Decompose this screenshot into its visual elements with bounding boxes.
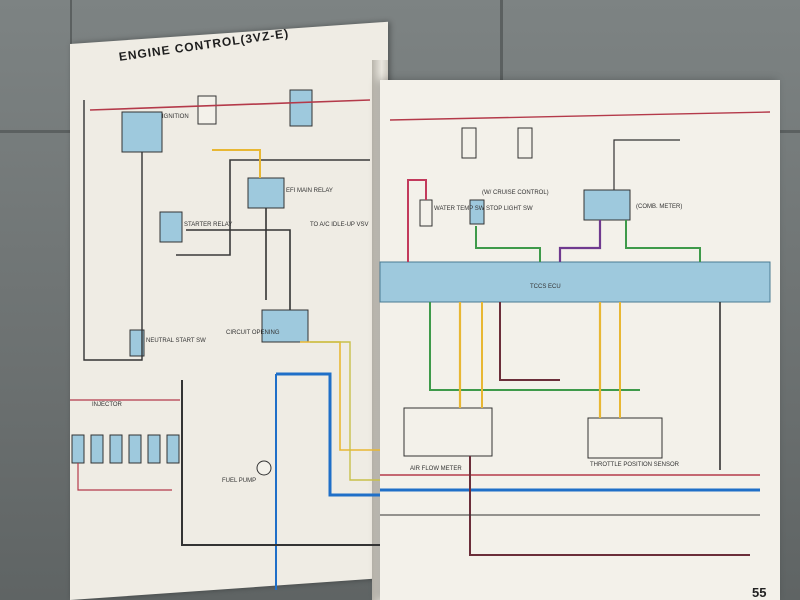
main-relay-block — [247, 177, 285, 209]
label-air-flow-meter: AIR FLOW METER — [410, 466, 462, 472]
label-main-relay: EFI MAIN RELAY — [286, 188, 333, 194]
label-injector: INJECTOR — [92, 402, 122, 408]
ignition-switch-block — [121, 111, 163, 153]
label-throttle-sensor: THROTTLE POSITION SENSOR — [590, 462, 680, 468]
label-starter-relay: STARTER RELAY — [184, 222, 233, 228]
label-cruise-control: (W/ CRUISE CONTROL) — [482, 190, 549, 196]
fuel-pump-motor — [256, 460, 272, 476]
neutral-start-block — [129, 329, 145, 357]
injector-blocks — [71, 434, 180, 464]
starter-relay-block — [159, 211, 183, 243]
label-circuit-opening: CIRCUIT OPENING — [226, 330, 280, 336]
fuse-block-2 — [289, 89, 313, 127]
comb-meter-block — [583, 189, 631, 221]
label-a-c-idle-up: TO A/C IDLE-UP VSV — [310, 222, 369, 228]
air-flow-meter-box — [403, 407, 493, 457]
fuse-stop — [461, 127, 477, 159]
fuse-gauge — [517, 127, 533, 159]
throttle-sensor-box — [587, 417, 663, 459]
floor-tile-line — [500, 0, 503, 90]
label-stop-light: STOP LIGHT SW — [486, 206, 533, 212]
circuit-opening-relay-block — [261, 309, 309, 343]
label-ignition: IGNITION — [162, 114, 189, 120]
label-water-temp: WATER TEMP SW — [434, 206, 485, 212]
stop-light-switch — [469, 199, 485, 225]
page-number: 55 — [752, 585, 767, 600]
label-neutral-start: NEUTRAL START SW — [146, 338, 206, 344]
label-fuel-pump: FUEL PUMP — [222, 478, 257, 484]
right-manual-page — [380, 80, 780, 600]
label-tccs-ecu: TCCS ECU — [530, 284, 561, 290]
tccs-ecu-bar — [379, 261, 771, 303]
water-temp-switch — [419, 199, 433, 227]
label-comb-meter: (COMB. METER) — [636, 204, 683, 210]
fuse-block — [197, 95, 217, 125]
